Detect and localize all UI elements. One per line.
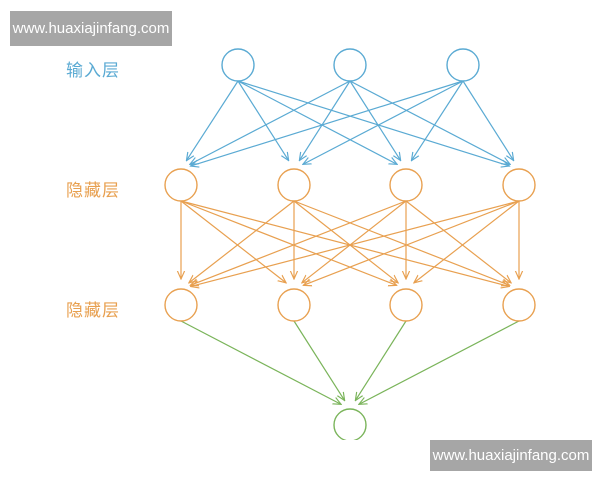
connection-arrow [411,80,464,161]
connection-arrow [190,200,407,285]
hidden1-node [389,168,423,202]
input-node [333,48,367,82]
connection-arrow [303,200,520,285]
connection-arrow [299,80,351,161]
connection-arrow [180,320,341,404]
hidden2-node [389,288,423,322]
bottom-crop-mask [0,440,430,480]
hidden1-node [277,168,311,202]
watermark-top-left: www.huaxiajinfang.com [10,11,172,46]
input-node [221,48,255,82]
connection-edges [180,80,520,404]
connection-arrow [349,80,510,164]
connection-arrow [186,80,239,161]
hidden1-node [164,168,198,202]
connection-arrow [237,80,397,164]
connection-arrow [293,320,345,401]
watermark-bottom-right: www.huaxiajinfang.com [430,440,592,471]
connection-arrow [191,200,520,286]
neuron-nodes [164,48,536,442]
hidden2-node [277,288,311,322]
hidden2-node [164,288,198,322]
connection-arrow [293,200,398,283]
hidden-layer-1-label: 隐藏层 [66,181,120,201]
hidden-layer-2-label: 隐藏层 [66,301,120,321]
connection-arrow [237,80,509,166]
connection-arrow [237,80,289,161]
connection-arrow [180,200,509,286]
connection-arrow [359,320,520,404]
connection-arrow [180,200,286,283]
connection-arrow [293,200,510,285]
connection-arrow [180,200,397,285]
connection-arrow [191,80,464,166]
hidden1-node [502,168,536,202]
connection-arrow [462,80,514,161]
input-layer-label: 输入层 [66,61,120,81]
connection-arrow [303,80,464,164]
connection-arrow [414,200,520,283]
input-node [446,48,480,82]
connection-arrow [189,200,295,283]
output-node [333,408,367,442]
connection-arrow [355,320,407,401]
connection-arrow [190,80,351,164]
connection-arrow [405,200,511,283]
connection-arrow [302,200,407,283]
connection-arrow [349,80,401,161]
hidden2-node [502,288,536,322]
